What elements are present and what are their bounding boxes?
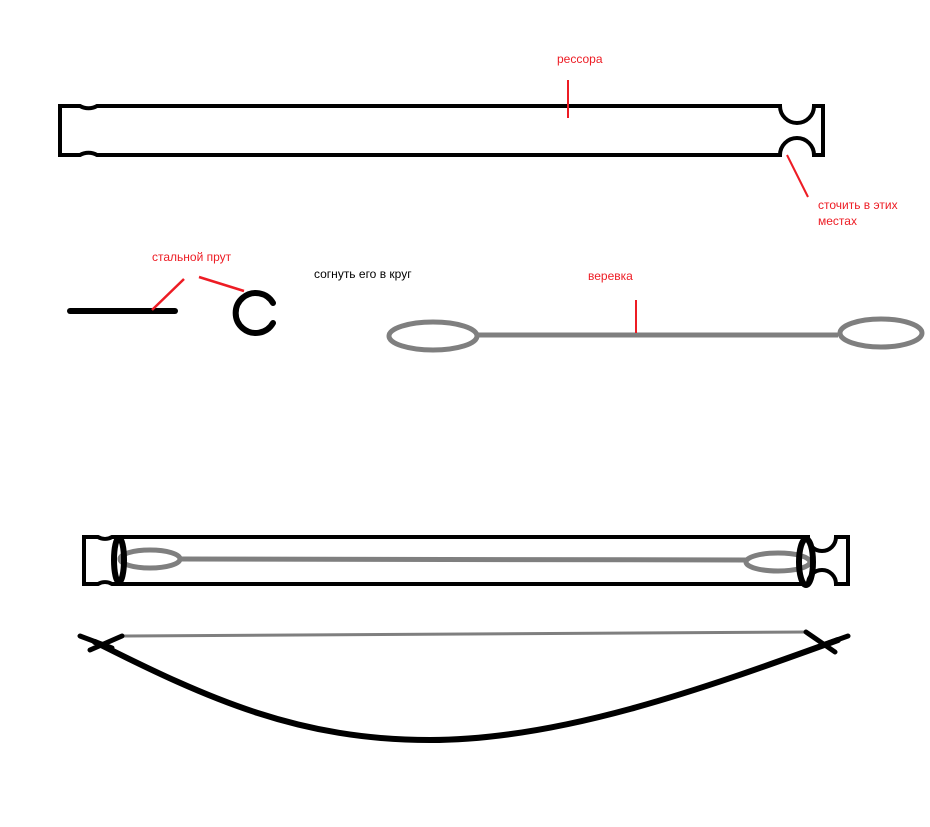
steel-ring — [232, 290, 276, 336]
label-bend: согнуть его в круг — [314, 267, 412, 281]
rod-pointer — [151, 278, 185, 311]
spring-bar-outline — [58, 104, 825, 157]
label-steel-rod: стальной прут — [152, 250, 232, 264]
label-grind-line2: местах — [818, 214, 857, 229]
assembly-rope-line — [179, 556, 747, 563]
rope-loop-right — [837, 316, 925, 350]
label-grind-line1: сточить в этих — [818, 198, 898, 212]
bow-tip-right-a — [803, 629, 838, 655]
ring-pointer — [198, 275, 245, 293]
rope-loop-left — [386, 319, 480, 353]
assembly-ring-left — [111, 535, 127, 585]
bow-string — [119, 630, 809, 638]
label-rope: веревка — [588, 269, 633, 283]
grind-pointer — [786, 154, 809, 198]
bow-tips — [77, 629, 851, 655]
bow-tip-left-b — [87, 633, 125, 653]
label-spring: рессора — [557, 52, 603, 66]
label-grind: сточить в этих местах — [818, 197, 898, 229]
bow-tip-right-b — [817, 633, 851, 649]
rope — [386, 316, 925, 353]
assembly-rings — [111, 535, 816, 588]
assembly-rope — [117, 547, 813, 574]
assembly-rope-loop-left — [117, 547, 183, 571]
bow-tip-left-a — [77, 633, 115, 651]
assembly-ring-right — [796, 536, 816, 588]
spring-bar — [58, 104, 825, 157]
bow-limb — [92, 637, 841, 744]
